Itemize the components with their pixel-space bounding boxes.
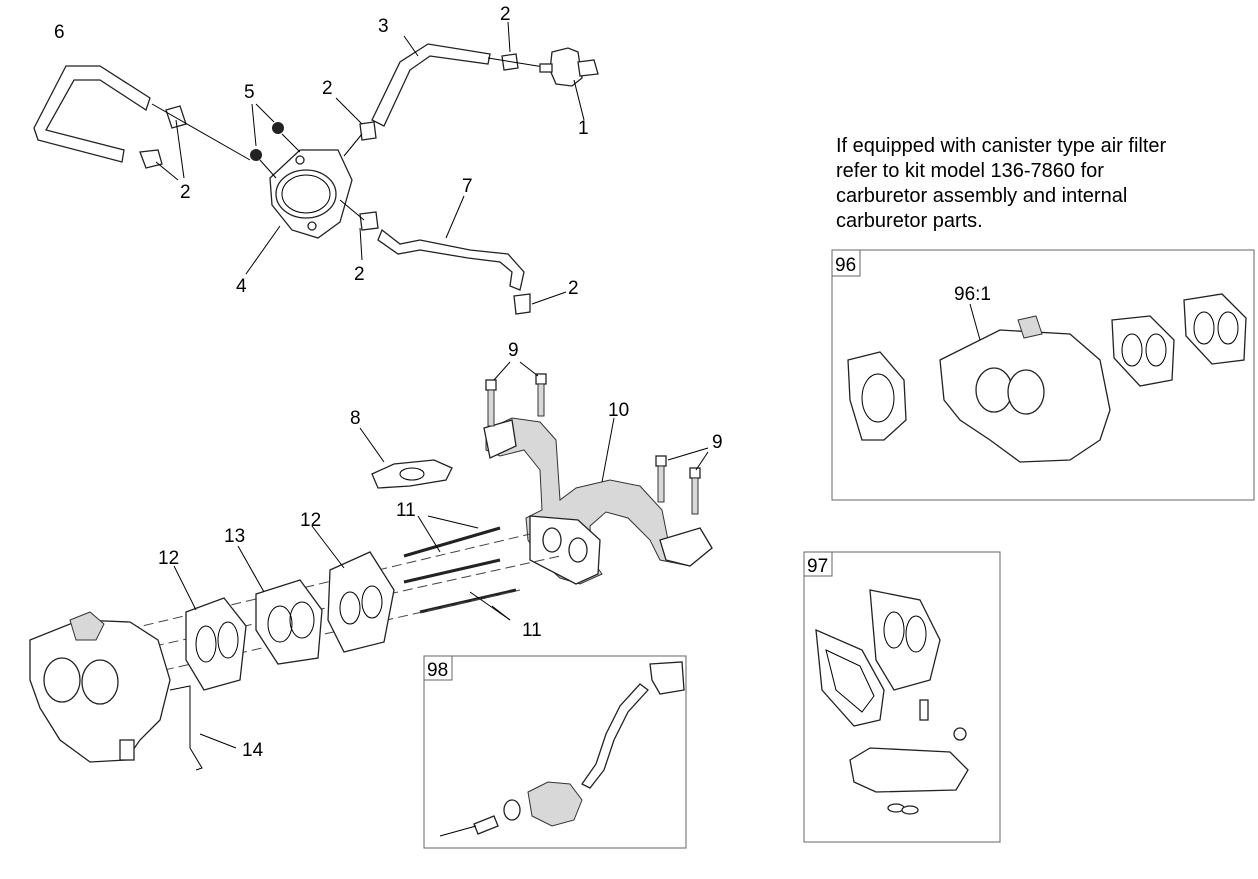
kit-98-oring	[503, 799, 521, 821]
callout-12: 12	[300, 510, 321, 531]
kit-98-wire	[581, 683, 649, 789]
kit-98-connector	[649, 661, 685, 695]
canister-filter-note: If equipped with canister type air filte…	[836, 134, 1236, 234]
bolt-9	[655, 455, 667, 503]
kit-96-gasket-left	[847, 351, 907, 441]
spacer-13	[255, 579, 323, 665]
kit-98-solenoid	[527, 781, 583, 827]
callout-10: 10	[608, 400, 629, 421]
fuel-hose-6	[33, 65, 151, 163]
kit-96-label: 96	[835, 255, 856, 276]
hose-clamp	[165, 105, 187, 129]
carburetor	[29, 611, 171, 763]
callout-2: 2	[500, 4, 511, 25]
callout-2: 2	[354, 264, 365, 285]
kit-97-float-gasket	[849, 747, 969, 793]
kit-97-seal	[953, 727, 967, 741]
note-line: If equipped with canister type air filte…	[836, 135, 1167, 157]
fuel-pump-diaphragm	[275, 169, 337, 219]
kit-98-label: 98	[427, 660, 448, 681]
bolt-9	[535, 373, 547, 417]
kit-96-gasket-right	[1183, 293, 1247, 365]
bolt-9	[689, 467, 701, 515]
kit-98-spring	[473, 815, 499, 835]
callout-2: 2	[568, 278, 579, 299]
callout-12: 12	[158, 548, 179, 569]
callout-8: 8	[350, 408, 361, 429]
kit-97-box	[803, 551, 1001, 843]
callout-4: 4	[236, 276, 247, 297]
callout-11: 11	[522, 620, 542, 641]
choke-link-14	[169, 685, 203, 771]
manifold-mount-left	[483, 419, 517, 459]
callout-14: 14	[242, 740, 264, 761]
kit-97-gasket-a	[869, 589, 941, 691]
gasket-12-outer	[327, 551, 395, 653]
kit-98-box	[423, 655, 687, 849]
hose-clamp	[513, 293, 531, 315]
kit-97-needle	[919, 699, 929, 721]
kit-97-label: 97	[807, 556, 828, 577]
manifold-mount-right	[659, 527, 713, 567]
kit-96-1-label: 96:1	[954, 284, 991, 305]
gasket-8	[371, 459, 453, 489]
bolt-9	[485, 379, 497, 427]
fuel-system-group	[33, 21, 599, 315]
screw-5	[272, 122, 301, 153]
callout-11: 11	[396, 500, 416, 521]
callout-2: 2	[180, 182, 191, 203]
kit-97-gasket-b	[815, 628, 885, 727]
note-line: carburetor parts.	[836, 210, 983, 232]
callout-1: 1	[578, 118, 589, 139]
fuel-hose-3	[371, 43, 491, 127]
kit-96-box	[831, 249, 1255, 501]
callout-6: 6	[54, 22, 65, 43]
intake-manifold-group	[29, 361, 713, 771]
hose-clamp	[359, 211, 379, 231]
callout-3: 3	[378, 16, 389, 37]
fuel-hose-7	[377, 228, 525, 291]
kit-96-gasket-mid	[1111, 315, 1175, 387]
hose-clamp	[139, 149, 163, 169]
callout-2: 2	[322, 78, 333, 99]
stud-11	[403, 526, 517, 614]
hose-clamp	[359, 121, 377, 141]
callout-5: 5	[244, 82, 255, 103]
callout-9: 9	[508, 340, 519, 361]
callout-7: 7	[462, 176, 473, 197]
note-line: refer to kit model 136-7860 for	[836, 160, 1104, 182]
callout-13: 13	[224, 526, 245, 547]
fuel-filter-1	[539, 47, 599, 87]
note-line: carburetor assembly and internal	[836, 185, 1128, 207]
callout-9: 9	[712, 432, 723, 453]
screw-5	[250, 149, 277, 179]
